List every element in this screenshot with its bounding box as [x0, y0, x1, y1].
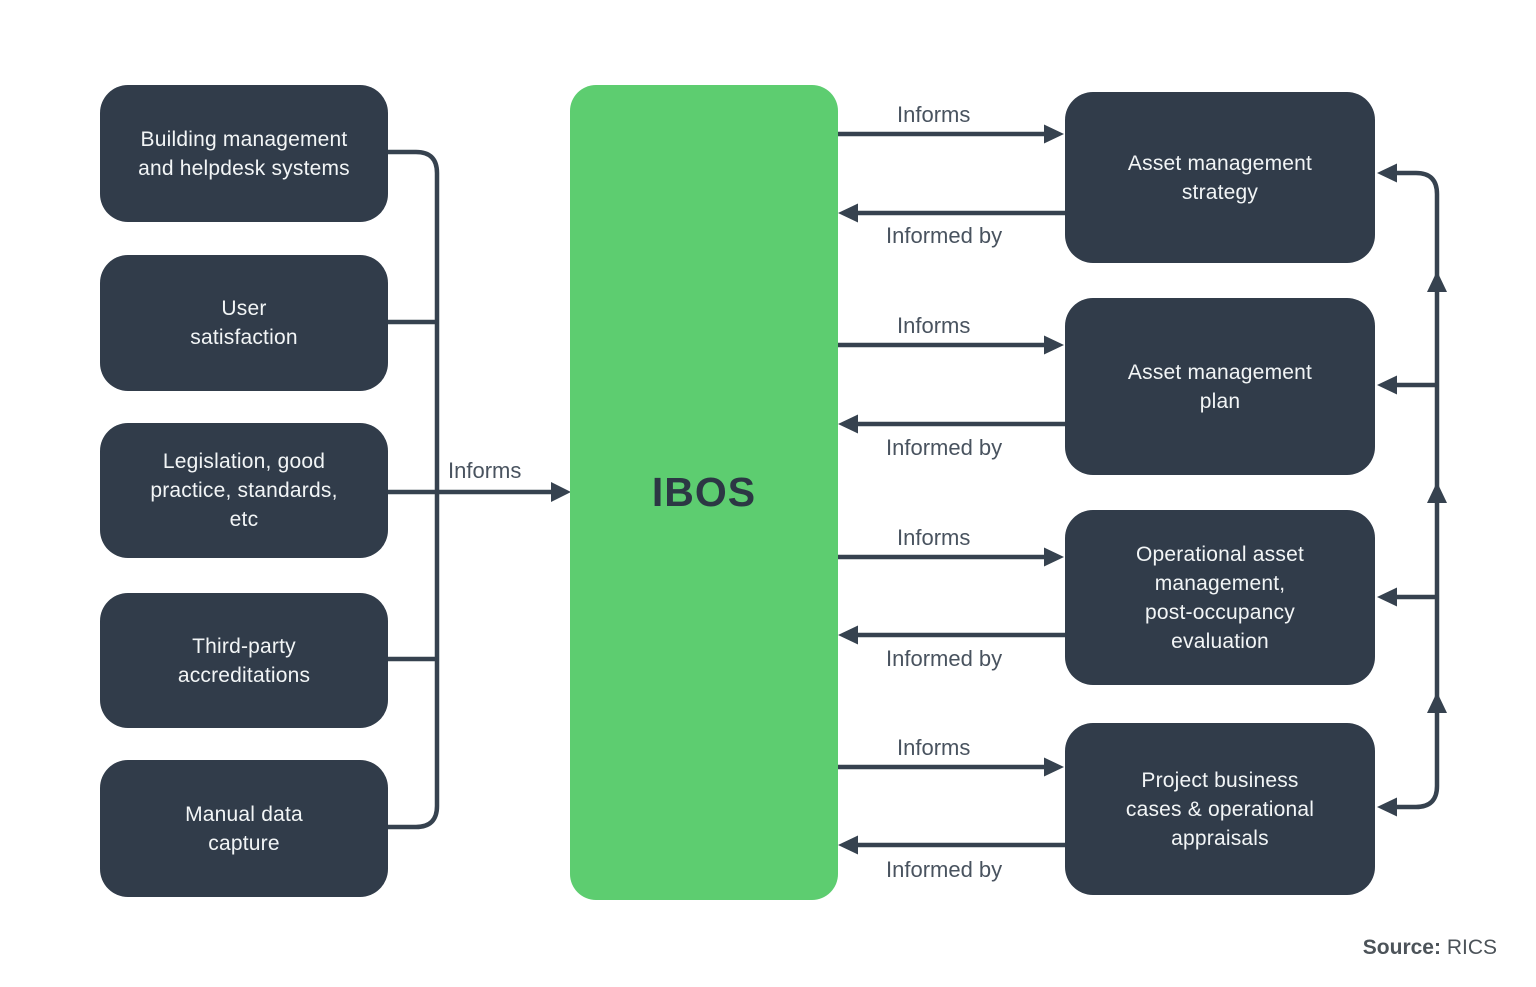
left-spine-connector	[388, 149, 571, 830]
node-label: Project business cases & operational app…	[1125, 768, 1315, 850]
arrowhead-right-icon	[1044, 547, 1064, 567]
node-label: Manual data capture	[185, 802, 303, 855]
node-label: Operational asset management, post-occup…	[1136, 542, 1304, 653]
arrowhead-into-strategy-icon	[1377, 163, 1397, 183]
arrowhead-up-icon	[1427, 692, 1447, 713]
arrowhead-right-icon	[1044, 335, 1064, 355]
node-ibos: IBOS	[570, 85, 838, 900]
node-building-management: Building management and helpdesk systems	[100, 85, 388, 222]
label-informed-by-3: Informed by	[886, 646, 1003, 671]
label-informs-2: Informs	[897, 313, 971, 338]
arrowhead-left-icon	[838, 203, 858, 223]
node-label: User satisfaction	[190, 297, 298, 349]
label-informs-1: Informs	[897, 102, 971, 127]
arrowhead-into-ibos-icon	[551, 482, 571, 502]
node-label: Asset management strategy	[1127, 151, 1313, 204]
arrowhead-up-icon	[1427, 271, 1447, 292]
label-informs-3: Informs	[897, 525, 971, 550]
arrowhead-into-operational-icon	[1377, 587, 1397, 607]
node-third-party: Third-party accreditations	[100, 593, 388, 728]
node-asset-plan: Asset management plan	[1065, 298, 1375, 475]
label-informs-left: Informs	[448, 458, 522, 483]
label-informed-by-1: Informed by	[886, 223, 1003, 248]
label-informed-by-2: Informed by	[886, 435, 1003, 460]
arrowhead-up-icon	[1427, 482, 1447, 503]
arrowhead-left-icon	[838, 625, 858, 645]
node-project-business: Project business cases & operational app…	[1065, 723, 1375, 895]
source-name: RICS	[1446, 936, 1497, 959]
node-manual-data: Manual data capture	[100, 760, 388, 897]
right-feedback-spine	[1377, 163, 1447, 817]
node-label: Building management and helpdesk systems	[138, 127, 350, 180]
arrowhead-right-icon	[1044, 757, 1064, 777]
node-legislation: Legislation, good practice, standards, e…	[100, 423, 388, 558]
node-label: Asset management plan	[1127, 360, 1313, 413]
arrowhead-into-appraisals-icon	[1377, 797, 1397, 817]
label-informs-4: Informs	[897, 735, 971, 760]
node-user-satisfaction: User satisfaction	[100, 255, 388, 391]
arrowhead-left-icon	[838, 835, 858, 855]
node-operational-asset: Operational asset management, post-occup…	[1065, 510, 1375, 685]
source-prefix: Source:	[1362, 936, 1441, 959]
arrowhead-right-icon	[1044, 124, 1064, 144]
ibos-title: IBOS	[651, 469, 757, 515]
label-informed-by-4: Informed by	[886, 857, 1003, 882]
ibos-right-arrows	[838, 124, 1065, 855]
source-attribution: Source: RICS	[1363, 936, 1497, 960]
node-label: Third-party accreditations	[177, 634, 311, 687]
arrowhead-into-plan-icon	[1377, 375, 1397, 395]
node-label: Legislation, good practice, standards, e…	[150, 450, 338, 531]
arrowhead-left-icon	[838, 414, 858, 434]
node-asset-strategy: Asset management strategy	[1065, 92, 1375, 263]
